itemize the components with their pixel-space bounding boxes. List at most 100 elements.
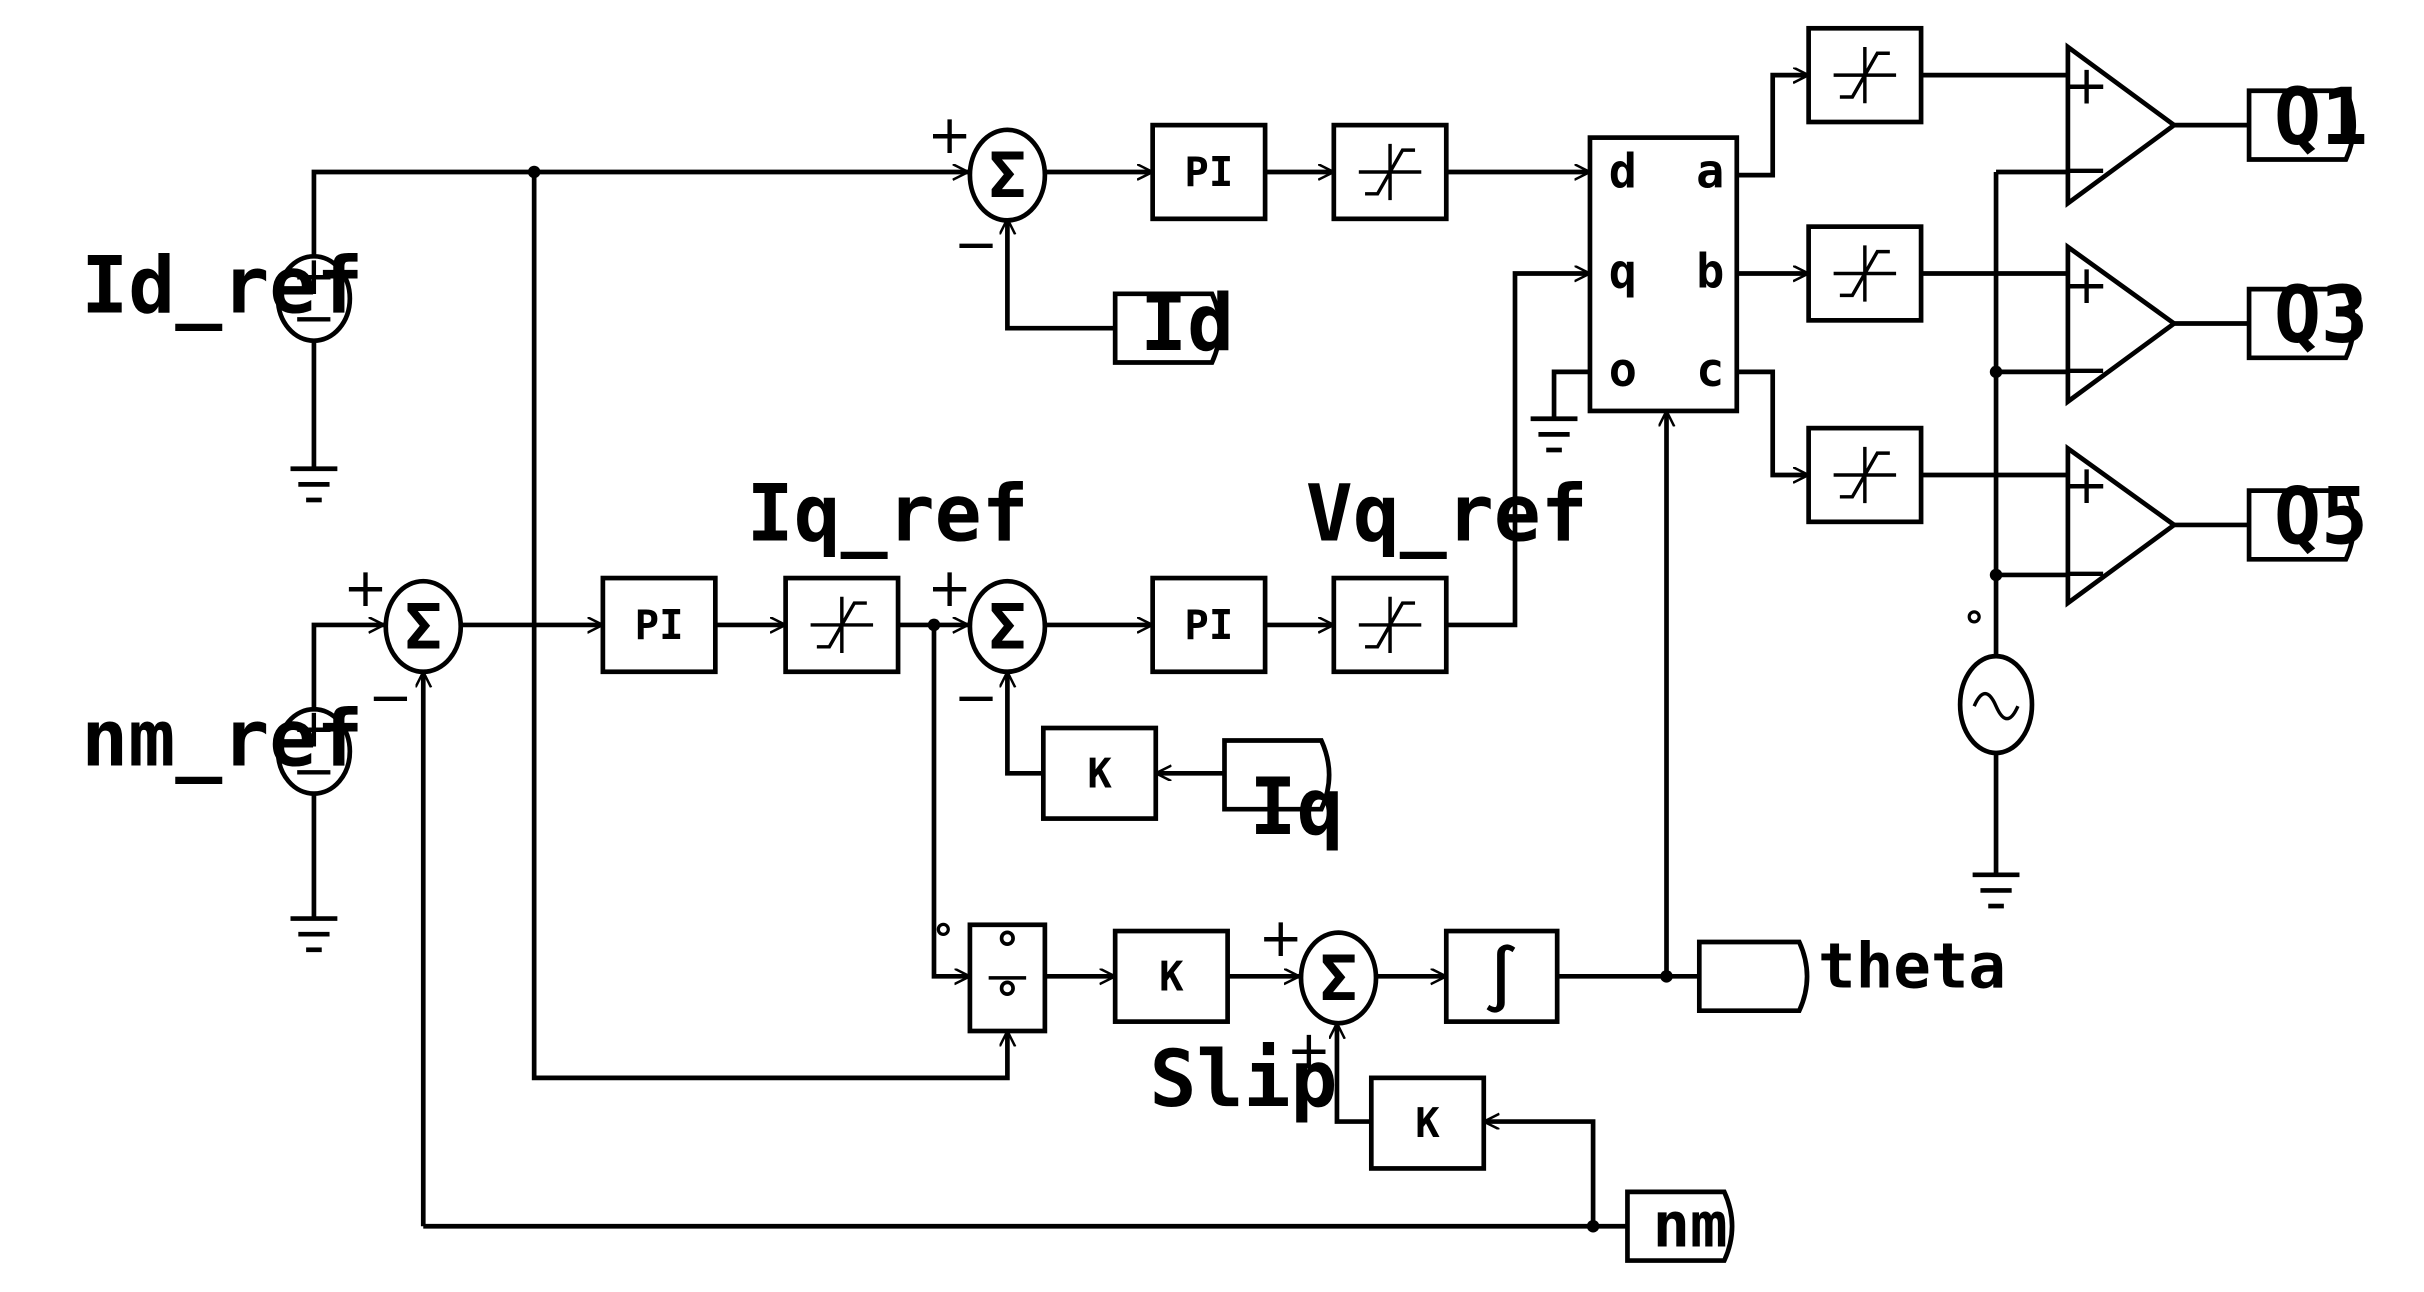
label-id-ref: Id_ref [81,242,363,332]
terminal-q1[interactable]: Q1 [2246,73,2368,163]
limiter-phase-a[interactable] [1806,25,1924,125]
source-nm-ref[interactable]: + − [275,698,353,802]
junction-dot [927,618,941,632]
wire-lim3-dqo-q [1446,273,1590,628]
svg-text:K: K [1415,1099,1440,1147]
svg-text:∫: ∫ [1482,942,1520,1015]
gain-block-slip[interactable]: K [1112,928,1230,1024]
svg-text:−: − [2064,339,2109,401]
svg-text:K: K [1087,749,1112,797]
svg-text:PI: PI [1184,601,1233,649]
svg-text:PI: PI [1184,148,1233,196]
svg-text:Σ: Σ [989,139,1027,212]
svg-text:d: d [1609,146,1637,200]
svg-text:+: + [927,104,972,166]
pi-controller-id[interactable]: PI [1150,122,1268,222]
source-id-ref[interactable]: + − [275,245,353,349]
wire-idref-to-sum1 [311,172,968,258]
svg-text:b: b [1696,246,1724,300]
svg-text:a: a [1696,146,1724,200]
label-nm-ref: nm_ref [81,694,363,784]
wire-iqref-to-divider [931,624,970,976]
ground-dqo [1530,416,1578,453]
pi-controller-speed[interactable]: PI [600,575,718,675]
svg-text:−: − [368,667,413,729]
comparator-phase-b[interactable]: + − [2064,242,2179,407]
svg-text:°: ° [1962,603,1986,651]
wire-nmref-to-sum2 [311,625,384,711]
label-vq-ref: Vq_ref [1306,470,1588,560]
wire-dqo-c-lim6 [1736,369,1809,475]
wire-dqo-o-ground [1551,369,1590,419]
ground-nmref [290,916,338,953]
svg-text:Q5: Q5 [2274,473,2368,563]
terminal-theta[interactable] [1696,939,1810,1014]
svg-text:+: + [292,698,337,760]
limiter-id[interactable] [1331,122,1449,222]
svg-text:°: ° [931,915,955,963]
junction-dot [1586,1219,1600,1233]
wire-id-feedback [1007,219,1116,331]
svg-text:c: c [1696,344,1724,398]
gain-block-iq[interactable]: K [1040,725,1159,821]
junction-dot [1989,568,2003,582]
comparator-phase-c[interactable]: + − [2064,443,2179,608]
terminal-id[interactable]: Id [1112,279,1234,369]
svg-text:+: + [2064,454,2109,516]
svg-text:o: o [1609,344,1637,398]
svg-text:+: + [2064,54,2109,116]
svg-text:nm: nm [1652,1189,1727,1262]
svg-text:−: − [292,287,337,349]
label-theta: theta [1818,929,2006,1002]
svg-text:Iq: Iq [1249,763,1343,853]
svg-text:+: + [292,245,337,307]
svg-text:+: + [343,557,388,619]
limiter-iq-ref[interactable] [783,575,901,675]
label-slip: Slip [1150,1035,1338,1125]
terminal-iq[interactable]: Iq [1222,738,1344,853]
dqo-to-abc-transform[interactable]: d q o a b c [1587,135,1740,414]
svg-text:Σ: Σ [404,590,442,663]
terminal-nm[interactable]: nm [1625,1189,1735,1263]
comparator-phase-a[interactable]: + − [2064,42,2179,208]
svg-text:°: ° [993,973,1021,1027]
junction-dot [1989,365,2003,379]
svg-text:+: + [1287,1019,1332,1081]
limiter-phase-b[interactable] [1806,224,1924,323]
svg-text:−: − [2064,542,2109,604]
summing-junction-iq[interactable]: Σ + − [927,557,1048,729]
svg-text:Id: Id [1140,279,1234,369]
limiter-phase-c[interactable] [1806,425,1924,525]
ground-idref [290,466,338,503]
divider-block[interactable]: ° ° ° [931,915,1048,1034]
label-iq-ref: Iq_ref [747,470,1029,560]
gain-block-nm[interactable]: K [1368,1075,1487,1171]
svg-text:+: + [927,557,972,619]
limiter-vq-ref[interactable] [1331,575,1449,675]
carrier-source[interactable]: ° [1957,603,2035,756]
svg-text:q: q [1609,246,1637,300]
integrator-block[interactable]: ∫ [1443,928,1560,1024]
svg-text:−: − [954,667,999,729]
summing-junction-id[interactable]: Σ + − [927,104,1048,276]
terminal-q3[interactable]: Q3 [2246,271,2368,361]
svg-text:Q1: Q1 [2274,73,2368,163]
svg-text:Σ: Σ [989,590,1027,663]
svg-text:+: + [2064,254,2109,316]
wire-dqo-a-lim4 [1736,75,1809,178]
wire-nm-to-k3 [1484,1122,1596,1227]
svg-text:−: − [954,214,999,276]
svg-text:Q3: Q3 [2274,271,2368,361]
junction-dot [1660,970,1673,983]
pi-controller-iq[interactable]: PI [1150,575,1268,675]
svg-text:−: − [292,740,337,802]
summing-junction-slip[interactable]: Σ + + [1258,907,1379,1081]
terminal-q5[interactable]: Q5 [2246,473,2368,563]
svg-text:PI: PI [635,601,684,649]
ground-carrier [1972,872,2020,909]
svg-text:−: − [2064,139,2109,201]
wire-k1-to-sum3 [1007,672,1044,776]
summing-junction-speed[interactable]: Σ + − [343,557,464,729]
wires [311,75,2250,1229]
